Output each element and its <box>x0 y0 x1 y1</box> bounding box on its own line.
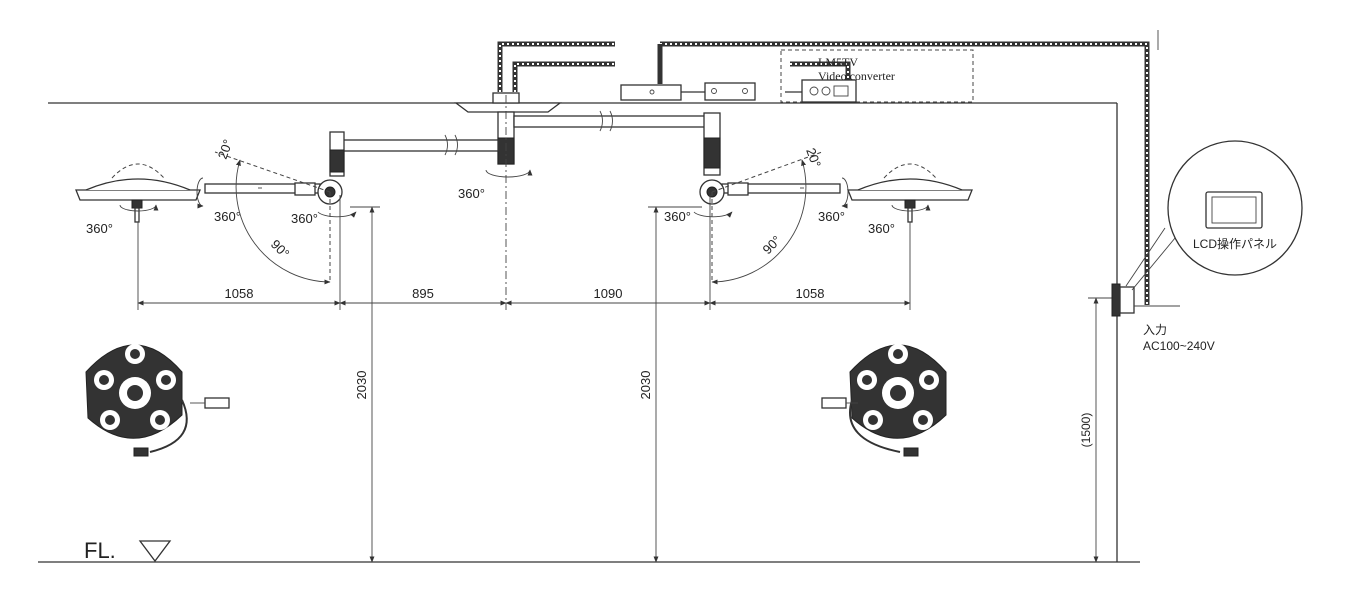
left-main-arm <box>329 131 499 177</box>
center-rotation-label: 360° <box>458 186 485 201</box>
video-converter-box: LM5TV Video converter <box>780 49 974 103</box>
right-joint-rotation: 360° <box>664 209 733 224</box>
left-arm-rotation-label: 360° <box>214 209 241 224</box>
ceiling-canopy <box>454 92 562 310</box>
right-spring-arm <box>699 179 841 205</box>
right-main-arm <box>513 110 721 176</box>
dimension-panel-height: (1500) <box>1079 297 1118 563</box>
dimension-right-reach: 1058 <box>709 286 911 306</box>
dimension-left-arm-label: 895 <box>412 286 434 301</box>
left-tilt-up-label: 20° <box>215 137 236 161</box>
left-light-rotation: 360° <box>86 204 159 236</box>
dimension-right-arm-label: 1090 <box>594 286 623 301</box>
right-light-rotation: 360° <box>868 204 931 236</box>
dimension-height-left: 2030 <box>350 206 380 563</box>
dimension-left-reach-label: 1058 <box>225 286 254 301</box>
right-light-front-view <box>821 344 947 457</box>
left-light-front-view <box>85 344 230 457</box>
lcd-control-panel: LCD操作パネル <box>1111 140 1303 317</box>
extension-lines <box>137 195 911 310</box>
left-arm-rotation: 360° <box>196 177 241 224</box>
right-joint-rotation-label: 360° <box>664 209 691 224</box>
cable-conduit <box>497 30 1159 305</box>
dimension-height-left-label: 2030 <box>354 371 369 400</box>
power-spec: AC100~240V <box>1143 339 1215 353</box>
right-tilt-up-label: 20° <box>803 146 824 170</box>
right-light-rotation-label: 360° <box>868 221 895 236</box>
right-arm-rotation-label: 360° <box>818 209 845 224</box>
mounting-bracket <box>620 82 756 101</box>
left-spring-arm <box>204 179 343 205</box>
dimension-right-reach-label: 1058 <box>796 286 825 301</box>
left-light-rotation-label: 360° <box>86 221 113 236</box>
power-label: 入力 <box>1143 323 1167 337</box>
dimension-left-arm: 895 <box>339 286 507 306</box>
dimension-height-right-label: 2030 <box>638 371 653 400</box>
left-joint-rotation: 360° <box>291 211 357 226</box>
ceiling-line <box>48 102 1118 562</box>
power-input: 入力 AC100~240V <box>1143 323 1215 353</box>
floor-marker: FL. <box>84 538 172 563</box>
dimension-height-right: 2030 <box>638 206 702 563</box>
left-joint-rotation-label: 360° <box>291 211 318 226</box>
center-rotation: 360° <box>458 169 533 201</box>
right-tilt-down-label: 90° <box>760 233 785 258</box>
right-light-head <box>847 163 973 223</box>
converter-model: LM5TV <box>818 55 858 69</box>
dimension-right-arm: 1090 <box>505 286 711 306</box>
dimension-panel-height-label: (1500) <box>1079 413 1093 448</box>
left-tilt-down-label: 90° <box>268 237 293 262</box>
right-arm-rotation: 360° <box>818 177 849 224</box>
floor-label: FL. <box>84 538 116 563</box>
dimension-left-reach: 1058 <box>137 286 341 306</box>
lcd-panel-label: LCD操作パネル <box>1193 236 1277 251</box>
left-light-head <box>75 163 201 223</box>
